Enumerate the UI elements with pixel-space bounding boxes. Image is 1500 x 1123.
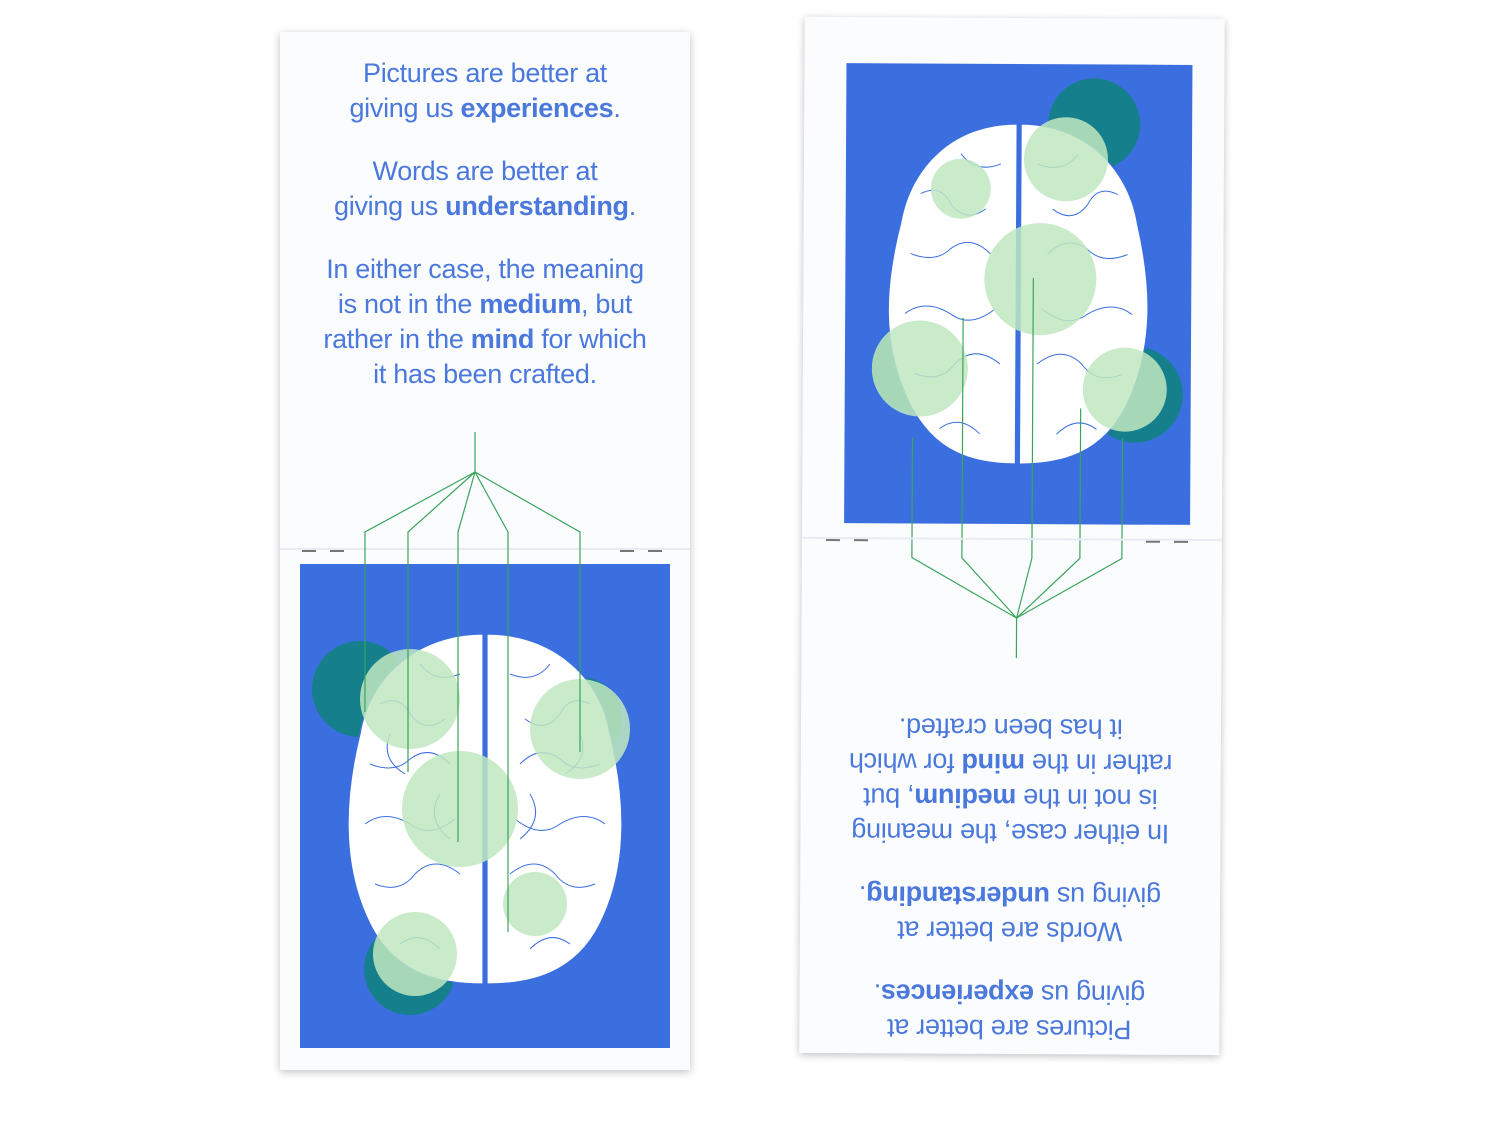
text-line: it has been crafted. [373,359,597,389]
region-circle-mint [503,872,567,936]
text-line: giving us [334,191,446,221]
paragraph-words: Words are better at giving us understand… [800,877,1220,949]
region-circle-mint [373,912,457,996]
staple [302,550,316,552]
staple [1173,540,1188,543]
text-punct: . [628,191,637,221]
region-circle-mint [402,751,518,867]
text-line: for which [849,747,962,778]
text-line: rather in the [323,324,471,354]
text-line: rather in the [1024,748,1173,779]
paragraph-meaning: In either case, the meaning is not in th… [800,709,1221,851]
region-circle-mint [871,320,968,417]
text-line: is not in the [1016,783,1158,814]
region-circle-mint [984,223,1097,336]
paragraph-pictures: Pictures are better at giving us experie… [799,975,1219,1047]
text-line: , but [863,782,915,813]
text-punct: . [859,880,867,911]
brain-illustration-panel [844,63,1193,525]
region-circle-mint [930,158,991,219]
staple [1145,540,1160,543]
emphasis-mind: mind [470,324,535,354]
paragraph-meaning: In either case, the meaning is not in th… [280,252,690,392]
booklet-inverted: Pictures are better at giving us experie… [799,16,1225,1056]
brain-illustration-panel [300,564,670,1048]
region-circle-mint [1082,347,1167,432]
brain-illustration [871,78,1183,465]
text-line: Words are better at [372,156,598,186]
text-line: Pictures are better at [362,58,608,88]
paragraph-words: Words are better at giving us understand… [280,154,690,224]
emphasis-understanding: understanding [445,191,629,221]
staple [620,550,634,552]
staple [853,539,868,542]
text-line: , but [581,289,633,319]
text-line: giving us [1033,979,1146,1010]
staple [825,539,840,542]
staple [648,550,662,552]
region-circle-mint [360,649,460,749]
booklet-upright: Pictures are better at giving us experie… [280,32,690,1070]
text-line: In either case, the meaning [851,817,1170,849]
emphasis-mind: mind [961,747,1026,779]
brain-illustration [312,633,630,1015]
text-line: giving us [1049,881,1162,912]
text-line: is not in the [337,289,480,319]
text-punct: . [613,93,621,123]
emphasis-experiences: experiences [460,93,614,123]
emphasis-medium: medium [479,289,582,319]
text-line: Pictures are better at [887,1013,1132,1045]
emphasis-medium: medium [914,782,1017,814]
booklet-text-inverted: Pictures are better at giving us experie… [799,665,1221,1047]
region-circle-mint [530,679,630,779]
paragraph-pictures: Pictures are better at giving us experie… [280,56,690,126]
text-line: for which [534,324,647,354]
text-line: Words are better at [897,915,1123,947]
text-punct: . [873,978,882,1009]
text-line: In either case, the meaning [326,254,644,284]
emphasis-understanding: understanding [866,880,1051,912]
region-circle-mint [1023,117,1108,202]
text-line: giving us [349,93,461,123]
booklet-text: Pictures are better at giving us experie… [280,56,690,420]
staple [330,550,344,552]
emphasis-experiences: experiences [881,978,1035,1010]
text-line: it has been crafted. [899,712,1123,744]
